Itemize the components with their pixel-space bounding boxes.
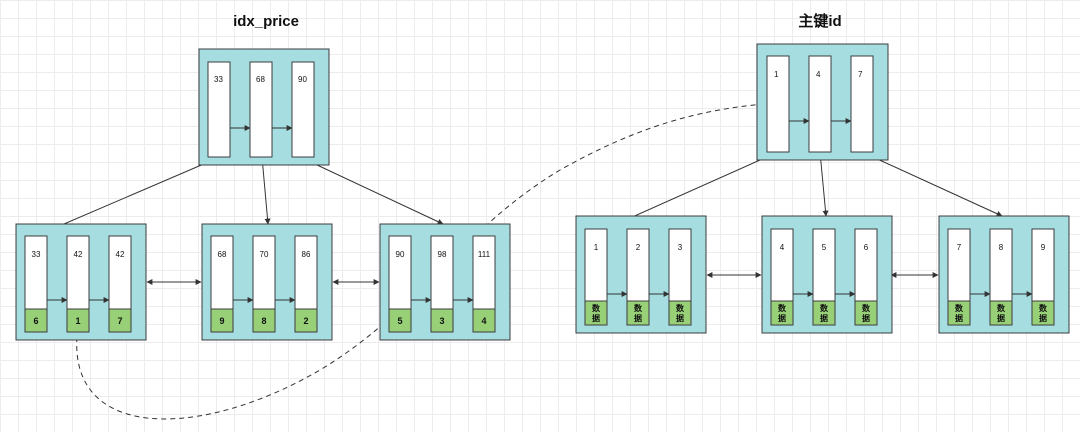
- primary-id-cell: [388, 308, 412, 333]
- row-data-cell: [668, 300, 692, 326]
- row-data-cell: [947, 300, 971, 326]
- primary-id-label: 6: [33, 316, 38, 326]
- root-key-label: 68: [256, 75, 265, 84]
- row-data-label: 数据: [634, 303, 643, 323]
- root-key-cell: [249, 61, 273, 158]
- pk-root-key-label: 1: [774, 70, 779, 79]
- primary-id-label: 8: [261, 316, 266, 326]
- row-data-cell: [584, 300, 608, 326]
- row-data-label: 数据: [862, 303, 871, 323]
- row-data-label: 数据: [997, 303, 1006, 323]
- row-data-label: 数据: [778, 303, 787, 323]
- pk-leaf-key-label: 2: [636, 243, 641, 252]
- primary-id-label: 2: [303, 316, 308, 326]
- row-data-cell: [812, 300, 836, 326]
- leaf-key-label: 111: [478, 250, 491, 259]
- primary-id-cell: [66, 308, 90, 333]
- edge-root-to-leaf-2: [261, 156, 271, 225]
- root-key-label: 90: [298, 75, 307, 84]
- primary-leaf-node: 4 数据 5 数据 6 数据: [761, 215, 893, 334]
- primary-id-cell: [472, 308, 496, 333]
- row-data-label: 数据: [955, 303, 964, 323]
- row-data-cell: [626, 300, 650, 326]
- primary-id-label: 4: [481, 316, 486, 326]
- primary-id-label: 5: [397, 316, 402, 326]
- primary-index-title: 主键id: [798, 12, 841, 30]
- leaf-key-label: 70: [260, 250, 269, 259]
- leaf-key-label: 42: [74, 250, 83, 259]
- primary-id-cell: [210, 308, 234, 333]
- leaf-key-label: 33: [32, 250, 41, 259]
- pk-leaf-key-label: 4: [780, 243, 785, 252]
- root-key-label: 33: [214, 75, 223, 84]
- primary-id-label: 7: [117, 316, 122, 326]
- row-data-cell: [770, 300, 794, 326]
- primary-id-label: 3: [439, 316, 444, 326]
- edge-root-to-leaf-3: [299, 156, 444, 225]
- secondary-leaf-node: 33 6 42 1 42 7: [15, 223, 147, 341]
- pk-root-key-label: 4: [816, 70, 821, 79]
- pk-root-key-cell: [808, 55, 832, 153]
- pk-leaf-key-label: 6: [864, 243, 869, 252]
- pk-leaf-key-label: 8: [999, 243, 1004, 252]
- pk-leaf-key-label: 3: [678, 243, 683, 252]
- pk-root-key-cell: [850, 55, 874, 153]
- secondary-root-node: 33 68 90: [198, 48, 330, 166]
- leaf-key-label: 86: [302, 250, 311, 259]
- pk-root-key-cell: [766, 55, 790, 153]
- row-data-label: 数据: [592, 303, 601, 323]
- primary-leaf-node: 7 数据 8 数据 9 数据: [938, 215, 1070, 334]
- pk-leaf-key-label: 9: [1041, 243, 1046, 252]
- leaf-key-label: 68: [218, 250, 227, 259]
- primary-id-cell: [430, 308, 454, 333]
- row-data-label: 数据: [1039, 303, 1048, 323]
- secondary-leaf-node: 68 9 70 8 86 2: [201, 223, 333, 341]
- secondary-index-title: idx_price: [233, 13, 299, 30]
- row-data-cell: [989, 300, 1013, 326]
- pk-leaf-key-label: 1: [594, 243, 599, 252]
- leaf-key-label: 90: [396, 250, 405, 259]
- leaf-key-label: 42: [116, 250, 125, 259]
- primary-id-cell: [252, 308, 276, 333]
- edge-pk-root-to-leaf-3: [861, 151, 1003, 217]
- edge-pk-root-to-leaf-2: [819, 151, 829, 217]
- root-key-cell: [207, 61, 231, 158]
- row-data-cell: [854, 300, 878, 326]
- primary-id-cell: [108, 308, 132, 333]
- pk-root-key-label: 7: [858, 70, 863, 79]
- root-key-cell: [291, 61, 315, 158]
- primary-id-cell: [24, 308, 48, 333]
- row-data-label: 数据: [676, 303, 685, 323]
- leaf-key-label: 98: [438, 250, 447, 259]
- row-data-label: 数据: [820, 303, 829, 323]
- edge-root-to-leaf-1: [35, 156, 221, 237]
- primary-id-label: 1: [75, 316, 80, 326]
- primary-id-label: 9: [219, 316, 224, 326]
- pk-leaf-key-label: 7: [957, 243, 962, 252]
- pk-leaf-key-label: 5: [822, 243, 827, 252]
- primary-id-cell: [294, 308, 318, 333]
- primary-leaf-node: 1 数据 2 数据 3 数据: [575, 215, 707, 334]
- row-data-cell: [1031, 300, 1055, 326]
- secondary-leaf-node: 90 5 98 3 111 4: [379, 223, 511, 341]
- primary-root-node: 1 4 7: [756, 43, 889, 161]
